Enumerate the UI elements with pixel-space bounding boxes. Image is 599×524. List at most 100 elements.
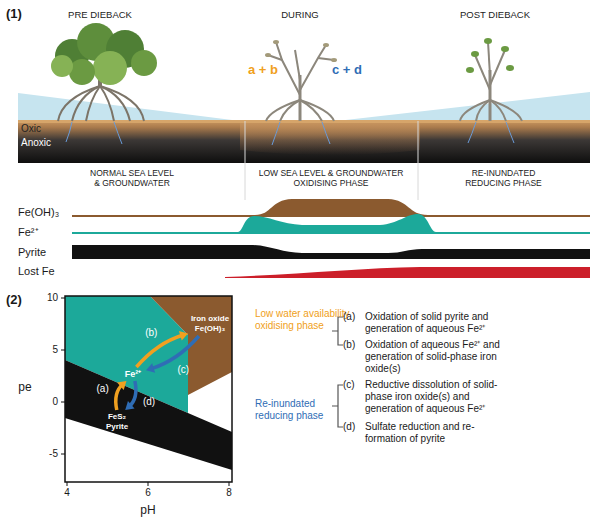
reaction-arrow (125, 381, 136, 410)
arrow-label: (a) (92, 383, 114, 395)
root (72, 86, 100, 121)
arrow-label: (b) (140, 327, 162, 339)
divider (245, 121, 246, 200)
text-label: Re-inundated reducing phase (255, 398, 345, 422)
pyrite-curve (72, 245, 590, 259)
text-label: Pyrite (18, 246, 73, 259)
leaves (69, 59, 95, 85)
new-leaves (466, 38, 514, 73)
roots-below (66, 122, 514, 145)
root (114, 122, 122, 144)
axis-ticks (61, 298, 229, 486)
bracket (332, 317, 343, 345)
text-label: a + b (238, 62, 288, 78)
root (86, 86, 100, 121)
text-label: Oxic (21, 123, 61, 135)
text-label: 6 (138, 487, 158, 499)
arrow-shaft (129, 381, 136, 407)
root (490, 100, 522, 121)
root (66, 122, 72, 142)
text-label: POST DIEBACK (435, 9, 555, 20)
text-label: 10 (34, 292, 58, 304)
root (506, 122, 514, 143)
text-label: (b) (343, 339, 365, 351)
text-label: Lost Fe (18, 265, 73, 278)
reaction-arrow (116, 381, 127, 410)
text-label: c + d (322, 62, 372, 78)
arrow-head (179, 331, 188, 341)
text-label: 5 (34, 344, 58, 356)
text-label: Fe(OH)₃ (18, 206, 73, 219)
dry-leaves (265, 40, 337, 62)
root (100, 86, 144, 121)
region-label: Iron oxide Fe(OH)₃ (188, 312, 232, 336)
text-label: (c) (343, 379, 365, 391)
lost-iron-curve (225, 267, 590, 278)
leaves (93, 51, 127, 85)
bracket (332, 385, 343, 427)
text-label: Anoxic (21, 137, 71, 149)
leaf (501, 46, 509, 52)
region-label: Fe²⁺ (120, 367, 146, 381)
water (18, 93, 248, 122)
leaves (51, 55, 73, 77)
text-label: 8 (219, 487, 239, 499)
dead-tree (266, 42, 334, 121)
root (300, 100, 334, 121)
plot-frame (65, 296, 232, 482)
branch (295, 50, 300, 80)
text-label: 4 (57, 487, 77, 499)
arrow-head (125, 401, 134, 410)
root (460, 100, 490, 121)
text-label: PRE DIEBACK (40, 9, 160, 20)
text-label: Oxidation of aqueous Fe²⁺ and generation… (365, 339, 513, 375)
arrow-head (117, 381, 126, 390)
text-label: Fe²⁺ (18, 226, 73, 239)
leaf (466, 67, 474, 73)
root (100, 86, 114, 121)
region-name: Iron oxide Fe(OH)₃ (190, 314, 230, 334)
region-name: Fe²⁺ (122, 369, 144, 379)
soil (18, 121, 590, 163)
divider (418, 121, 419, 200)
soil-surface (18, 120, 590, 123)
branch (475, 55, 490, 90)
pre-tree-canopy (51, 23, 157, 85)
root (266, 100, 300, 121)
trunk (489, 70, 492, 121)
text-label: NORMAL SEA LEVEL & GROUNDWATER (87, 168, 177, 188)
branch (276, 42, 300, 95)
text-label: Sulfate reduction and re-formation of py… (365, 421, 513, 445)
reaction-arrow (136, 331, 188, 367)
leaf (484, 38, 492, 44)
root (58, 86, 100, 121)
text-label: RE-INUNDATED REDUCING PHASE (461, 168, 546, 188)
text-label: (2) (6, 292, 36, 308)
region-label: FeS₂ Pyrite (100, 410, 134, 434)
text-label: DURING (250, 9, 350, 20)
arrow-shaft (151, 336, 199, 369)
leaf (323, 43, 329, 47)
arrow-label: (c) (172, 364, 194, 376)
text-label: LOW SEA LEVEL & GROUNDWATER OXIDISING PH… (255, 168, 407, 188)
text-label: pH (133, 503, 163, 517)
leaf (331, 58, 337, 62)
root (468, 122, 476, 143)
recovering-tree (460, 42, 522, 121)
pyrite-region (65, 360, 232, 470)
ferrous-curve (72, 214, 590, 234)
branch (490, 50, 505, 85)
branch (488, 42, 490, 75)
plot-area (65, 296, 232, 482)
leaf (471, 51, 479, 57)
arrow-shaft (116, 384, 123, 410)
iron-oxide-curve (72, 199, 590, 217)
arrow-shaft (136, 335, 183, 367)
iron-oxide-region (150, 296, 232, 395)
leaf (273, 40, 279, 44)
root (322, 122, 330, 144)
leaf (506, 65, 514, 71)
arrow-head (146, 363, 155, 373)
